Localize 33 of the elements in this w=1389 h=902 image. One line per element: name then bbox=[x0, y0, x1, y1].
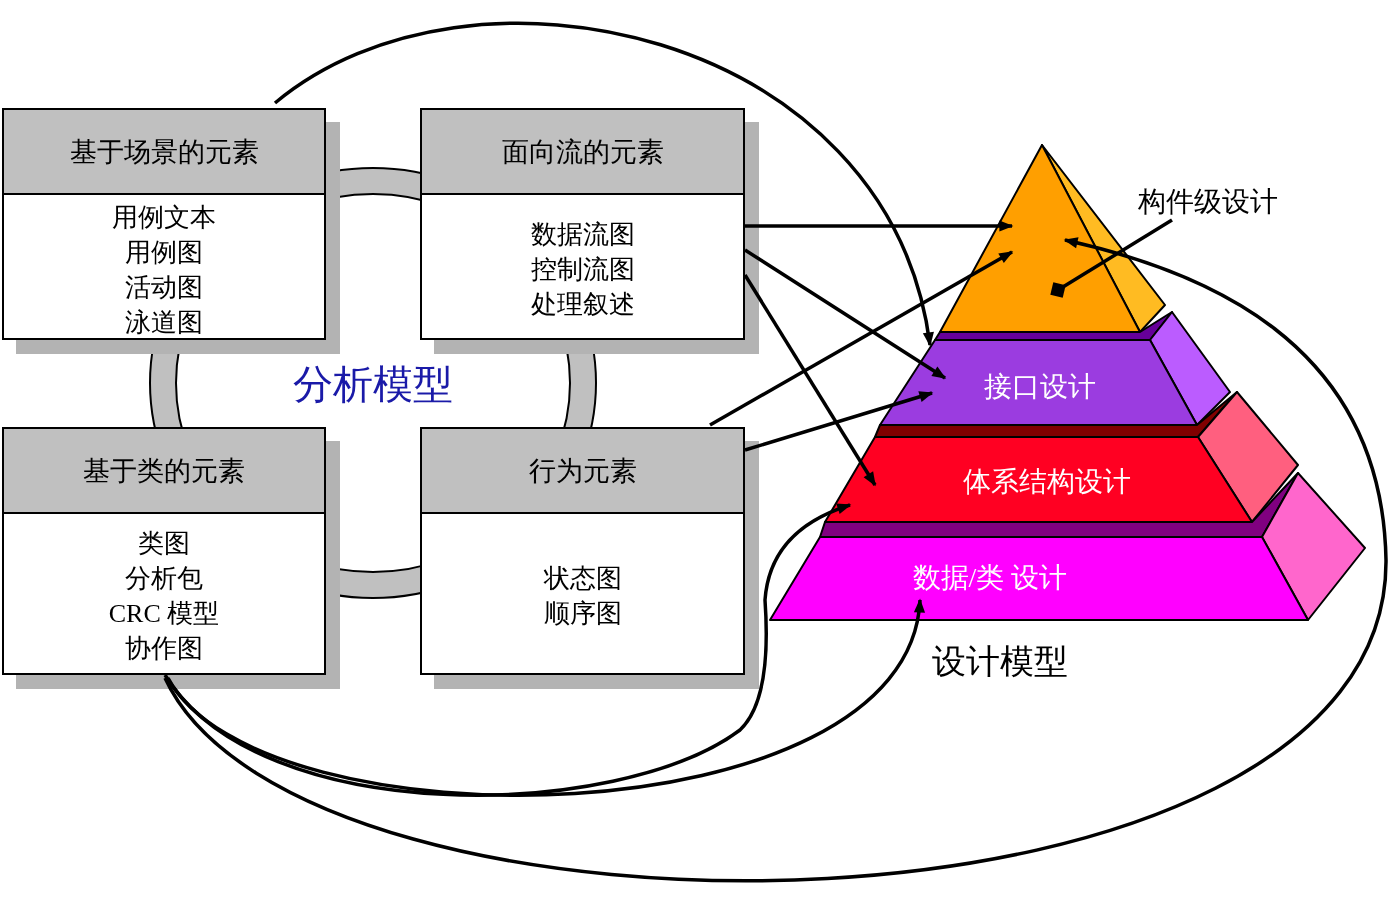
arrow bbox=[166, 598, 923, 797]
list-item: 状态图 bbox=[543, 563, 622, 595]
arrow bbox=[163, 237, 1388, 882]
card-header: 基于类的元素 bbox=[4, 429, 324, 514]
arrow bbox=[745, 220, 1014, 232]
list-item: 用例文本 bbox=[112, 202, 216, 234]
model-title: 分析模型 bbox=[293, 360, 453, 409]
layer-label: 数据/类 设计 bbox=[912, 561, 1068, 595]
arrow bbox=[274, 21, 933, 347]
list-item: 类图 bbox=[138, 528, 190, 560]
list-item: 数据流图 bbox=[530, 219, 635, 251]
list-item: CRC 模型 bbox=[108, 598, 220, 630]
list-item: 处理叙述 bbox=[530, 289, 635, 321]
layer-label: 体系结构设计 bbox=[963, 465, 1131, 499]
list-item: 泳道图 bbox=[125, 307, 203, 339]
list-item: 协作图 bbox=[125, 633, 203, 665]
leader-line bbox=[1050, 218, 1173, 298]
arrow bbox=[744, 391, 934, 452]
list-item: 顺序图 bbox=[543, 598, 622, 630]
model-title: 设计模型 bbox=[932, 642, 1068, 682]
card-header: 基于场景的元素 bbox=[4, 110, 324, 195]
card-header: 面向流的元素 bbox=[422, 110, 743, 195]
layer-label: 接口设计 bbox=[984, 370, 1096, 404]
list-item: 活动图 bbox=[125, 272, 203, 304]
list-item: 用例图 bbox=[125, 237, 203, 269]
list-item: 分析包 bbox=[125, 563, 203, 595]
arrow bbox=[163, 503, 852, 797]
arrow bbox=[744, 248, 947, 380]
list-item: 控制流图 bbox=[530, 254, 635, 286]
arrow bbox=[709, 250, 1014, 427]
card-header: 行为元素 bbox=[422, 429, 743, 514]
callout-text: 构件级设计 bbox=[1138, 183, 1278, 221]
arrow bbox=[743, 274, 877, 487]
